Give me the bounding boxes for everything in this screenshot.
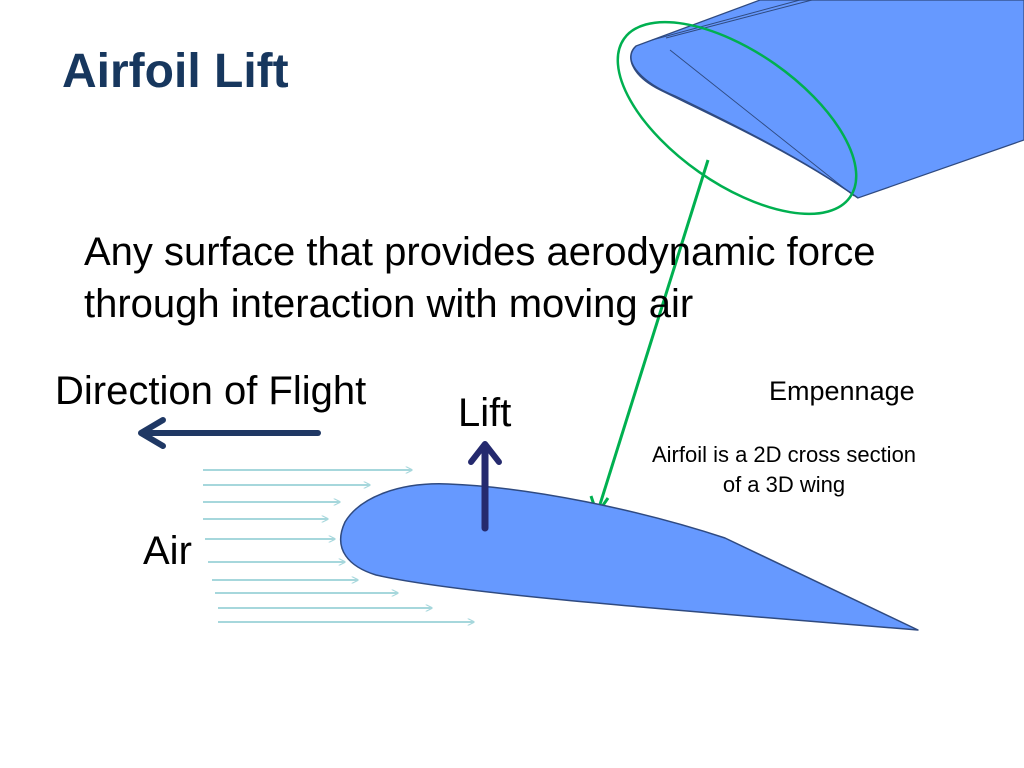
left-arrow-icon bbox=[138, 417, 321, 449]
wing-3d bbox=[630, 0, 1024, 199]
caption-line-2: of a 3D wing bbox=[722, 472, 846, 497]
airfoil-definition: Any surface that provides aerodynamic fo… bbox=[84, 226, 876, 330]
empennage-label: Empennage bbox=[769, 376, 915, 406]
wing-chord-line bbox=[669, 49, 855, 197]
caption-line-1: Airfoil is a 2D cross section bbox=[651, 442, 917, 467]
up-arrow-icon bbox=[468, 441, 502, 532]
direction-of-flight-label: Direction of Flight bbox=[55, 369, 367, 413]
wing-panel-line bbox=[665, 0, 813, 39]
slide-title: Airfoil Lift bbox=[62, 45, 289, 98]
lift-label: Lift bbox=[458, 391, 512, 435]
air-streamlines bbox=[203, 470, 474, 622]
wing-panel-line bbox=[651, 0, 801, 41]
airfoil-caption: Airfoil is a 2D cross section of a 3D wi… bbox=[626, 440, 942, 500]
definition-line-2: through interaction with moving air bbox=[84, 282, 694, 326]
wing-tip-airfoil bbox=[630, 45, 859, 199]
cross-section-highlight bbox=[616, 20, 858, 216]
air-label: Air bbox=[143, 529, 192, 573]
definition-line-1: Any surface that provides aerodynamic fo… bbox=[84, 230, 876, 274]
